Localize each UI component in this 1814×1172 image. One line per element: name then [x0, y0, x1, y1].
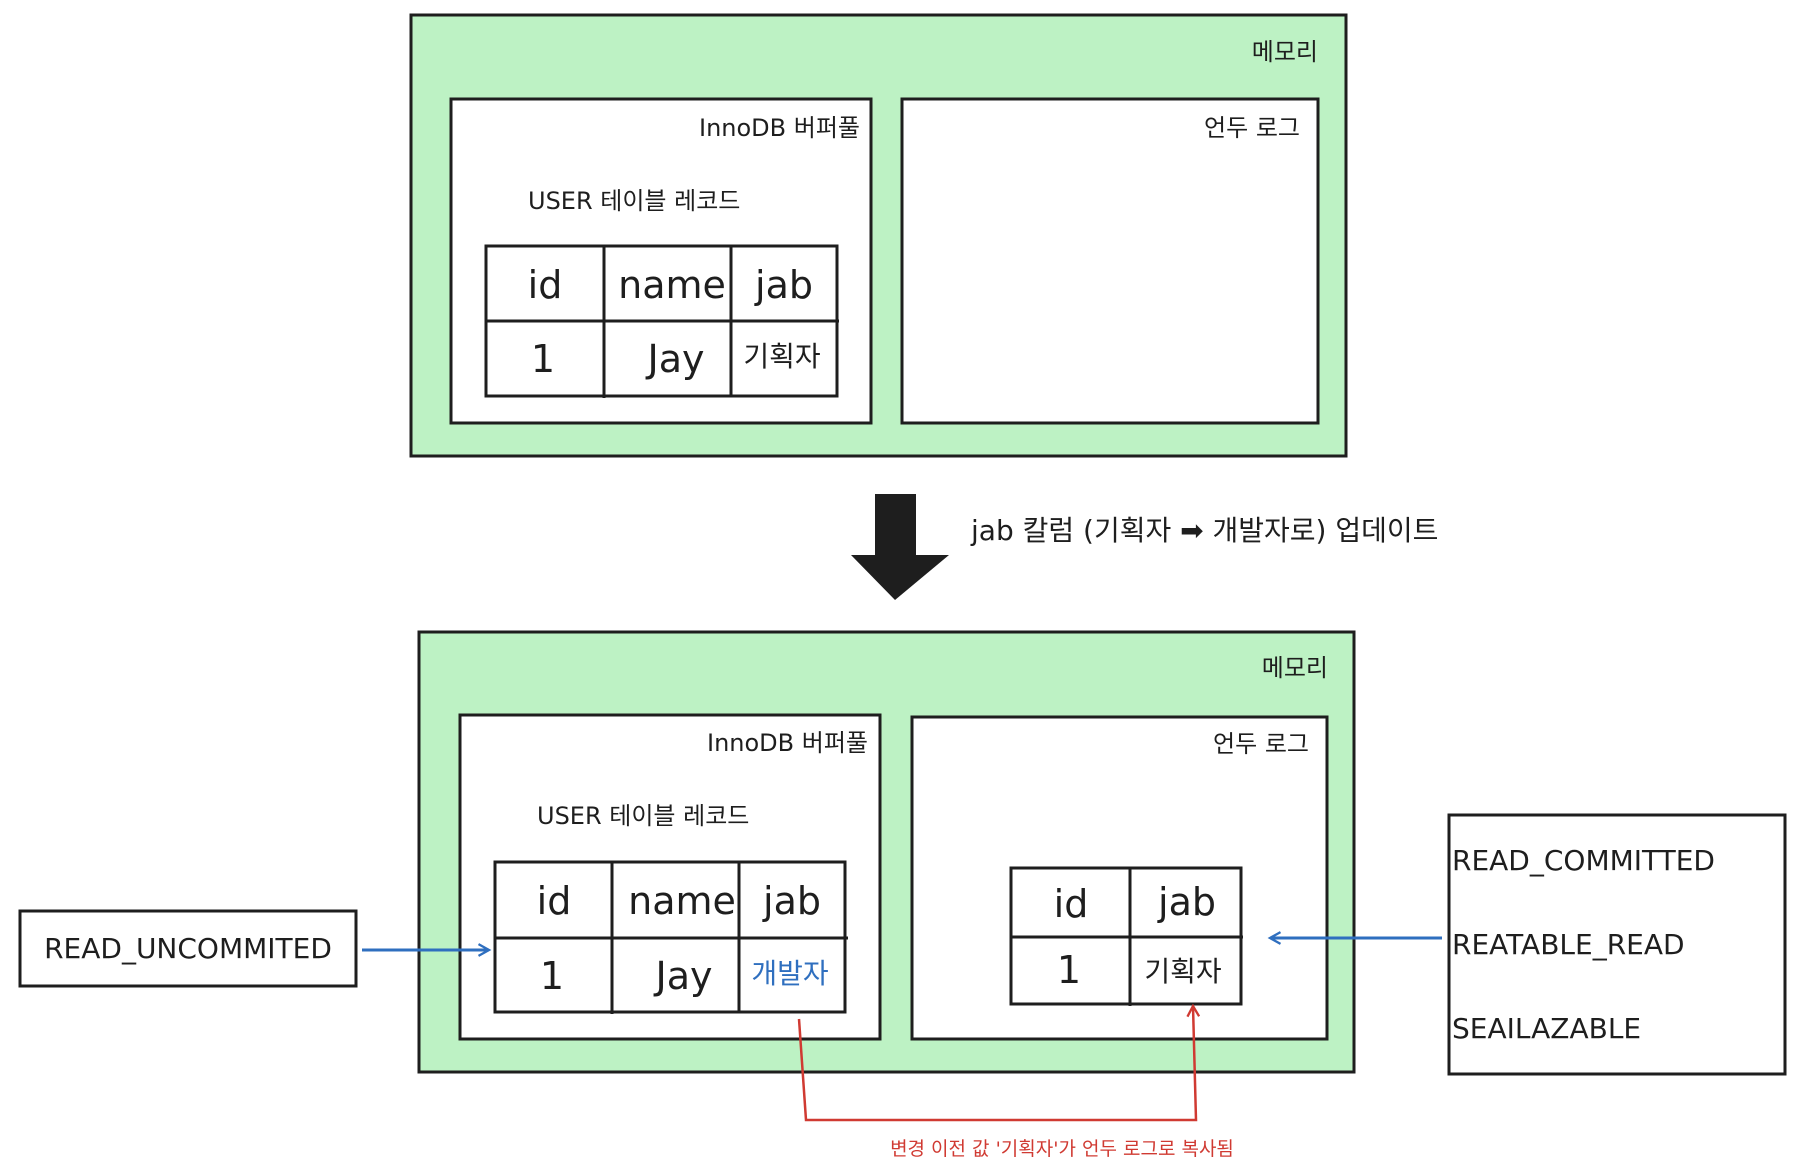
undo-header-jab: jab [1157, 880, 1216, 924]
read-uncommitted-box: READ_UNCOMMITED [18, 909, 358, 988]
transition: jab 칼럼 (기획자 ➡ 개발자로) 업데이트 [851, 494, 1438, 600]
undo-log-label: 언두 로그 [1213, 730, 1309, 758]
cell-name: Jay [646, 337, 705, 381]
copy-note: 변경 이전 값 '기획자'가 언두 로그로 복사됨 [890, 1138, 1234, 1160]
undo-cell-id: 1 [1057, 948, 1081, 992]
copy-arrow [797, 1006, 1196, 1122]
cell-id: 1 [531, 337, 555, 381]
undo-log-box [900, 97, 1320, 425]
undo-cell-jab: 기획자 [1144, 955, 1221, 988]
down-arrow-icon [851, 494, 949, 600]
cell-name: Jay [654, 954, 713, 998]
header-name: name [618, 263, 726, 307]
cell-jab: 기획자 [743, 340, 820, 373]
isolation-level-read-committed: READ_COMMITTED [1452, 844, 1715, 877]
header-jab: jab [762, 879, 821, 923]
header-id: id [537, 879, 572, 923]
undo-table: id jab 1 기획자 [1009, 866, 1243, 1006]
header-id: id [528, 263, 563, 307]
memory-after: 메모리 InnoDB 버퍼풀 USER 테이블 레코드 id name jab … [417, 630, 1356, 1074]
user-table-before: id name jab 1 Jay 기획자 [484, 244, 839, 398]
table-caption: USER 테이블 레코드 [537, 802, 749, 830]
isolation-level-serializable: SEAILAZABLE [1452, 1012, 1641, 1045]
table-caption: USER 테이블 레코드 [528, 187, 740, 215]
isolation-levels-box: READ_COMMITTED REATABLE_READ SEAILAZABLE [1447, 813, 1787, 1076]
memory-label: 메모리 [1252, 38, 1318, 66]
buffer-pool-label: InnoDB 버퍼풀 [707, 729, 868, 757]
buffer-pool-label: InnoDB 버퍼풀 [699, 114, 860, 142]
isolation-level-repeatable-read: REATABLE_READ [1452, 928, 1685, 961]
undo-header-id: id [1054, 882, 1089, 926]
memory-label: 메모리 [1262, 654, 1328, 682]
cell-id: 1 [540, 954, 564, 998]
header-name: name [628, 879, 736, 923]
cell-jab-changed: 개발자 [751, 957, 828, 990]
undo-log-label: 언두 로그 [1204, 114, 1300, 142]
header-jab: jab [754, 263, 813, 307]
user-table-after: id name jab 1 Jay 개발자 [493, 860, 848, 1014]
read-uncommitted-label: READ_UNCOMMITED [44, 932, 332, 965]
transition-label: jab 칼럼 (기획자 ➡ 개발자로) 업데이트 [970, 514, 1438, 547]
memory-before: 메모리 InnoDB 버퍼풀 USER 테이블 레코드 id name jab … [409, 13, 1348, 458]
